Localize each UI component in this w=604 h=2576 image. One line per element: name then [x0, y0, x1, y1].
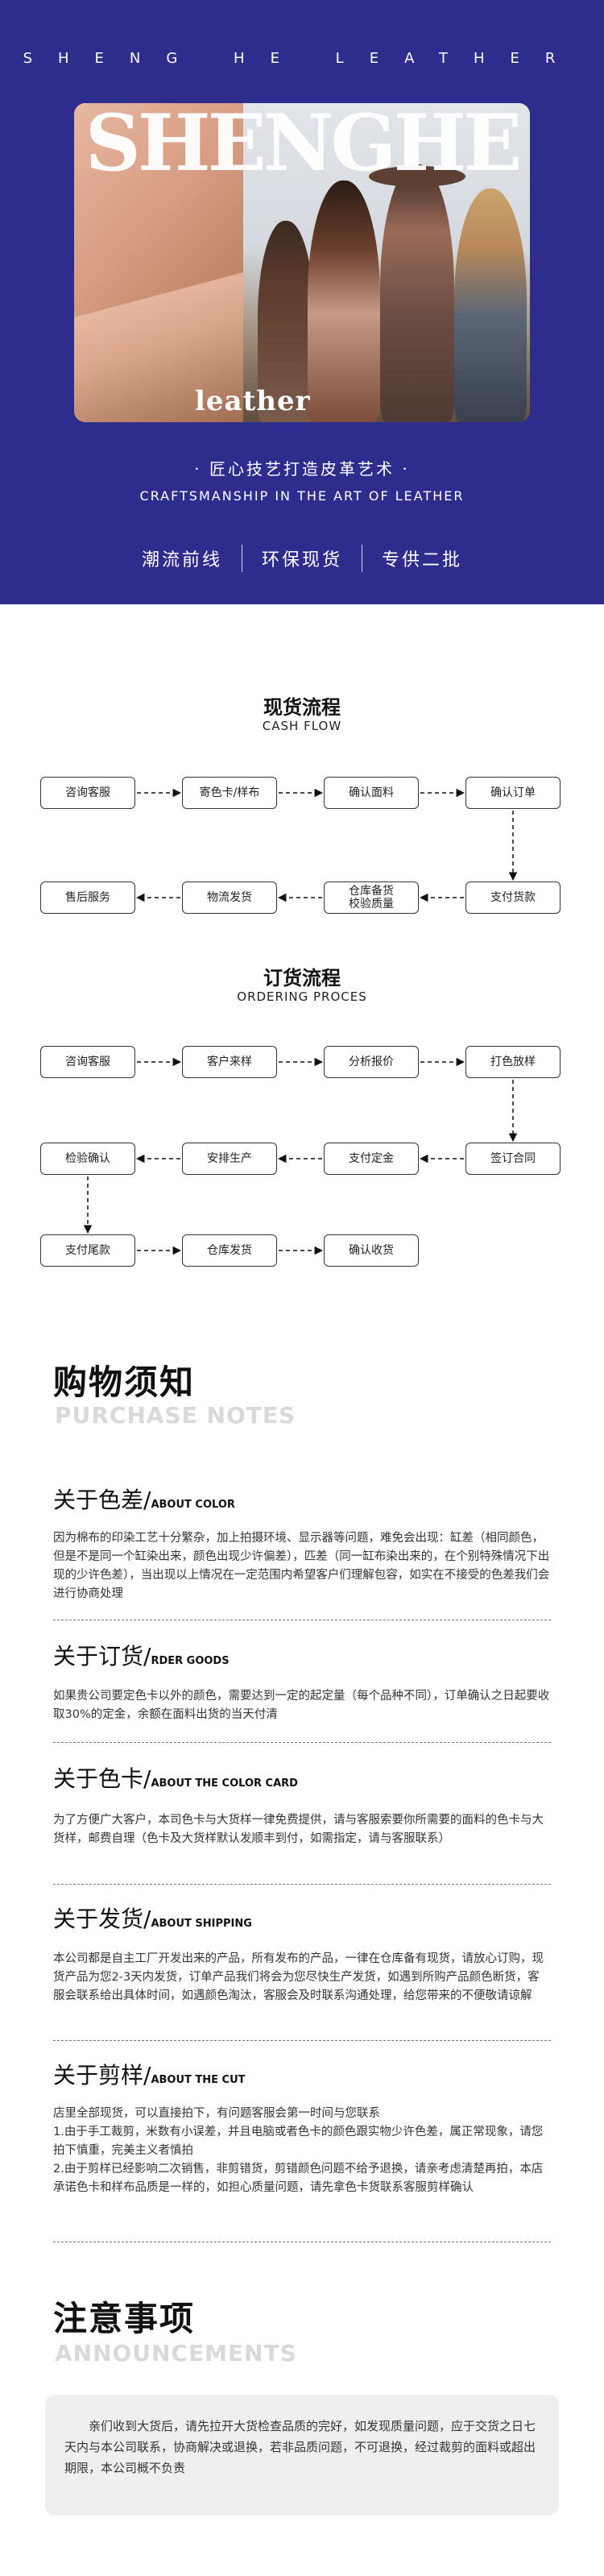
flow-step: 咨询客服 [40, 777, 135, 809]
note-body-cut: 店里全部现货，可以直接拍下，有问题客服会第一时间与您联系 1.由于手工裁剪，米数… [53, 2107, 544, 2194]
flow-step: 咨询客服 [40, 1046, 135, 1078]
flow-step: 打色放样 [465, 1046, 561, 1078]
photo-brand-overlay: SHENGHE [85, 103, 523, 189]
photo-script-overlay: leather [195, 385, 311, 417]
announcements-heading: 注意事项 [53, 2299, 196, 2338]
tagline-english: CRAFTSMANSHIP IN THE ART OF LEATHER [139, 488, 465, 504]
hero-banner: SHENG HE LEATHER SHENGHE leather · 匠心技艺打… [0, 0, 604, 604]
dashed-divider [53, 1742, 551, 1743]
note-title-en: ABOUT THE COLOR CARD [151, 1777, 298, 1790]
note-title-cn: 关于订货/ [53, 1643, 151, 1670]
note-title-cn: 关于剪样/ [53, 2062, 151, 2089]
announcements-heading-en: ANNOUNCEMENTS [55, 2340, 297, 2367]
note-title-order: 关于订货/RDER GOODS [53, 1639, 230, 1671]
flow-step: 确认面料 [324, 777, 419, 809]
note-title-en: RDER GOODS [151, 1655, 230, 1667]
note-title-cn: 关于发货/ [53, 1906, 151, 1932]
models-photo [243, 103, 530, 422]
flow-step: 仓库发货 [182, 1234, 277, 1267]
feature-list: 潮流前线 环保现货 专供二批 [0, 545, 604, 572]
note-body-order: 如果贵公司要定色卡以外的颜色，需要达到一定的起定量（每个品种不同），订单确认之日… [53, 1690, 550, 1721]
cash-flow-title: 现货流程 [263, 696, 341, 719]
dashed-divider [53, 2040, 551, 2041]
flow-step: 支付货款 [465, 881, 561, 914]
note-title-shipping: 关于发货/ABOUT SHIPPING [53, 1902, 252, 1934]
flow-step: 支付定金 [324, 1143, 419, 1175]
flow-step: 仓库备货 校验质量 [324, 881, 419, 914]
note-title-en: ABOUT COLOR [151, 1499, 235, 1511]
tagline-chinese: · 匠心技艺打造皮革艺术 · [194, 459, 410, 479]
note-title-en: ABOUT SHIPPING [151, 1918, 252, 1930]
purchase-notes-heading-en: PURCHASE NOTES [55, 1402, 296, 1429]
flow-step: 安排生产 [182, 1143, 277, 1175]
flow-step: 签订合同 [465, 1143, 561, 1175]
cash-flow-subtitle: CASH FLOW [262, 719, 342, 733]
note-title-cn: 关于色卡/ [53, 1765, 151, 1792]
hat-image [369, 166, 465, 187]
note-body-shipping: 本公司都是自主工厂开发出来的产品，所有发布的产品，一律在仓库备有现货，请放心订购… [53, 1952, 544, 2002]
ordering-subtitle: ORDERING PROCES [237, 989, 367, 1004]
model-figure [258, 221, 314, 422]
note-title-cut: 关于剪样/ABOUT THE CUT [53, 2058, 246, 2090]
flow-step: 客户来样 [182, 1046, 277, 1078]
feature-item: 环保现货 [261, 550, 342, 570]
flow-step: 物流发货 [182, 881, 277, 914]
feature-item: 潮流前线 [141, 550, 222, 570]
announcement-box [45, 2395, 559, 2516]
flow-step: 售后服务 [40, 881, 135, 914]
note-title-en: ABOUT THE CUT [151, 2074, 246, 2086]
note-body-color: 因为棉布的印染工艺十分繁杂，加上拍摄环境、显示器等问题，难免会出现：缸差（相同颜… [53, 1532, 550, 1600]
note-title-color-card: 关于色卡/ABOUT THE COLOR CARD [53, 1761, 298, 1794]
note-body-color-card: 为了方便广大客户，本司色卡与大货样一律免费提供，请与客服索要你所需要的面料的色卡… [53, 1814, 544, 1845]
dashed-divider [53, 1884, 551, 1885]
flow-step: 分析报价 [324, 1046, 419, 1078]
flow-step: 检验确认 [40, 1143, 135, 1175]
model-figure [308, 180, 380, 422]
feature-item: 专供二批 [382, 550, 463, 570]
announcement-text: 亲们收到大货后，请先拉开大货检查品质的完好，如发现质量问题，应于交货之日七天内与… [64, 2419, 536, 2475]
hero-photo: SHENGHE leather [74, 103, 530, 422]
brand-name: SHENG HE LEATHER [23, 50, 581, 67]
flow-step: 确认收货 [324, 1234, 419, 1267]
note-title-color: 关于色差/ABOUT COLOR [53, 1483, 235, 1515]
purchase-notes-heading: 购物须知 [53, 1363, 196, 1402]
flow-step: 确认订单 [465, 777, 561, 809]
flow-step: 寄色卡/样布 [182, 777, 277, 809]
model-figure [380, 164, 454, 422]
flow-step: 支付尾款 [40, 1234, 135, 1267]
note-title-cn: 关于色差/ [53, 1487, 151, 1513]
model-figure [454, 189, 527, 422]
ordering-title: 订货流程 [263, 967, 341, 989]
